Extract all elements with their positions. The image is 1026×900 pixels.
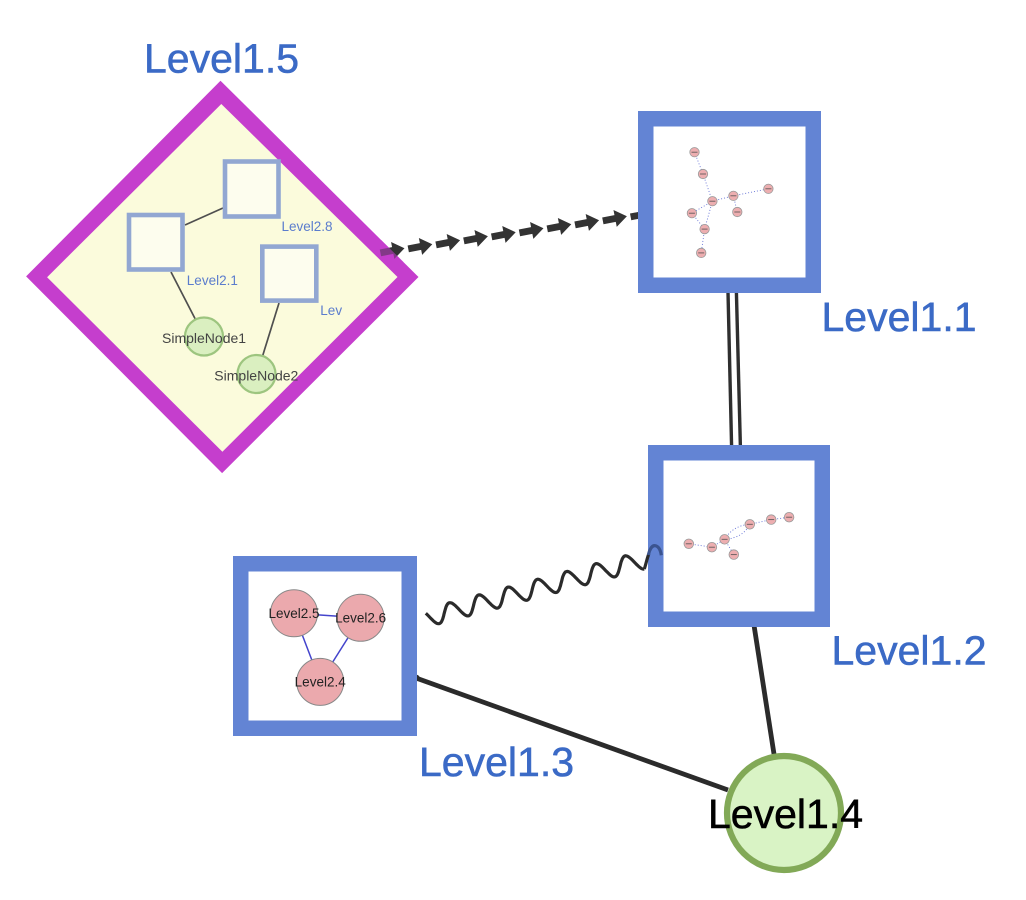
svg-text:Level2.6: Level2.6 [335,611,386,626]
svg-text:Level1.5: Level1.5 [144,36,299,82]
svg-text:Level2.8: Level2.8 [282,219,333,234]
svg-text:Level2.1: Level2.1 [187,273,238,288]
svg-text:SimpleNode1: SimpleNode1 [162,330,246,346]
svg-text:Level1.3: Level1.3 [419,739,574,785]
svg-text:Lev: Lev [320,303,342,318]
svg-text:Level1.1: Level1.1 [822,294,977,340]
svg-text:SimpleNode2: SimpleNode2 [214,368,298,384]
svg-text:Level2.5: Level2.5 [268,606,319,621]
svg-text:Level1.2: Level1.2 [832,628,987,674]
svg-text:Level2.4: Level2.4 [295,675,347,690]
svg-text:Level1.4: Level1.4 [708,791,863,837]
